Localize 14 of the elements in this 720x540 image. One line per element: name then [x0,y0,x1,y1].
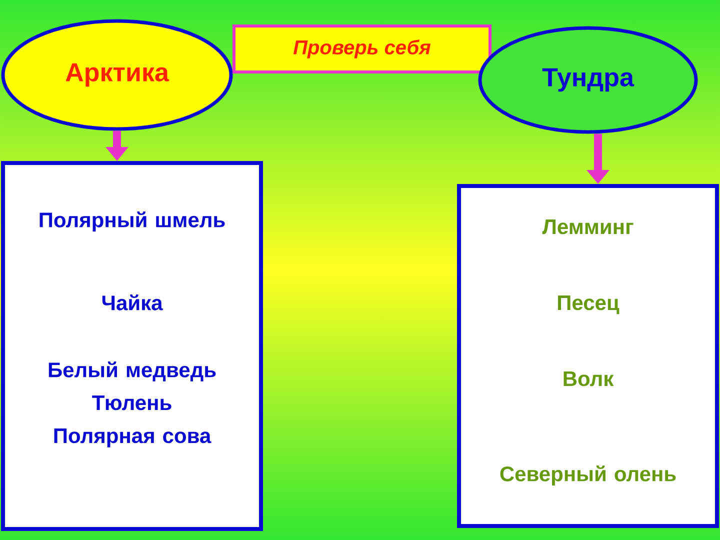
list-item: Волк [564,372,614,386]
list-item: Чайка [102,294,163,310]
list-item: Тюлень [92,396,172,410]
oval: Арктика [1,19,233,131]
list-box [1,161,263,531]
list-item: Песец [558,296,620,314]
list-item: Северный олень [500,466,676,486]
list-item: Полярная сова [54,428,212,448]
title-box: Проверь себя [232,24,492,74]
list-item: Лемминг [542,220,634,234]
list-item: Полярный шмель [40,212,225,232]
oval: Тундра [478,26,698,134]
list-box [457,184,719,528]
list-item: Белый медведь [48,362,216,382]
